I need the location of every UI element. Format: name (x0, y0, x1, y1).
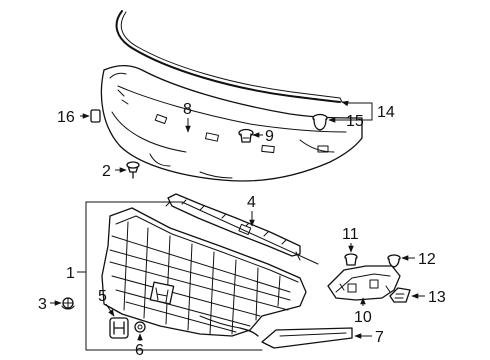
callout-10: 10 (354, 309, 372, 326)
callout-1: 1 (66, 265, 75, 282)
callout-15: 15 (346, 113, 364, 130)
callout-16: 16 (57, 109, 75, 126)
item-5-emblem (109, 317, 129, 339)
callout-5: 5 (98, 288, 107, 305)
item-16-tag (90, 109, 101, 123)
grille-assembly-box (85, 201, 319, 351)
item-2-clip (126, 161, 140, 179)
callout-7: 7 (375, 329, 384, 346)
leader-lines (50, 100, 425, 341)
callout-12: 12 (418, 251, 436, 268)
callout-2: 2 (102, 163, 111, 180)
callout-labels: 16 8 9 14 15 2 4 1 3 5 6 7 11 12 10 13 (38, 101, 446, 359)
callout-6: 6 (135, 342, 144, 359)
bumper-cover (100, 64, 363, 182)
callout-4: 4 (247, 194, 256, 211)
item-9-clip (238, 128, 254, 143)
item-10-side-bracket (327, 265, 401, 301)
item-12-clip (387, 254, 401, 268)
callout-8: 8 (183, 101, 192, 118)
callout-11: 11 (342, 226, 359, 243)
item-3-fastener (61, 297, 75, 310)
item-11-clip (344, 253, 358, 266)
callout-14: 14 (377, 104, 395, 121)
item-13-retainer (389, 287, 411, 303)
item-7-trim-strip (261, 327, 353, 349)
grille-assembly (101, 207, 307, 337)
item-6-ring (134, 321, 146, 333)
callout-9: 9 (265, 128, 274, 145)
bumper-upper-molding (115, 10, 343, 103)
callout-13: 13 (428, 289, 446, 306)
callout-3: 3 (38, 296, 47, 313)
item-15-clip (312, 113, 328, 131)
